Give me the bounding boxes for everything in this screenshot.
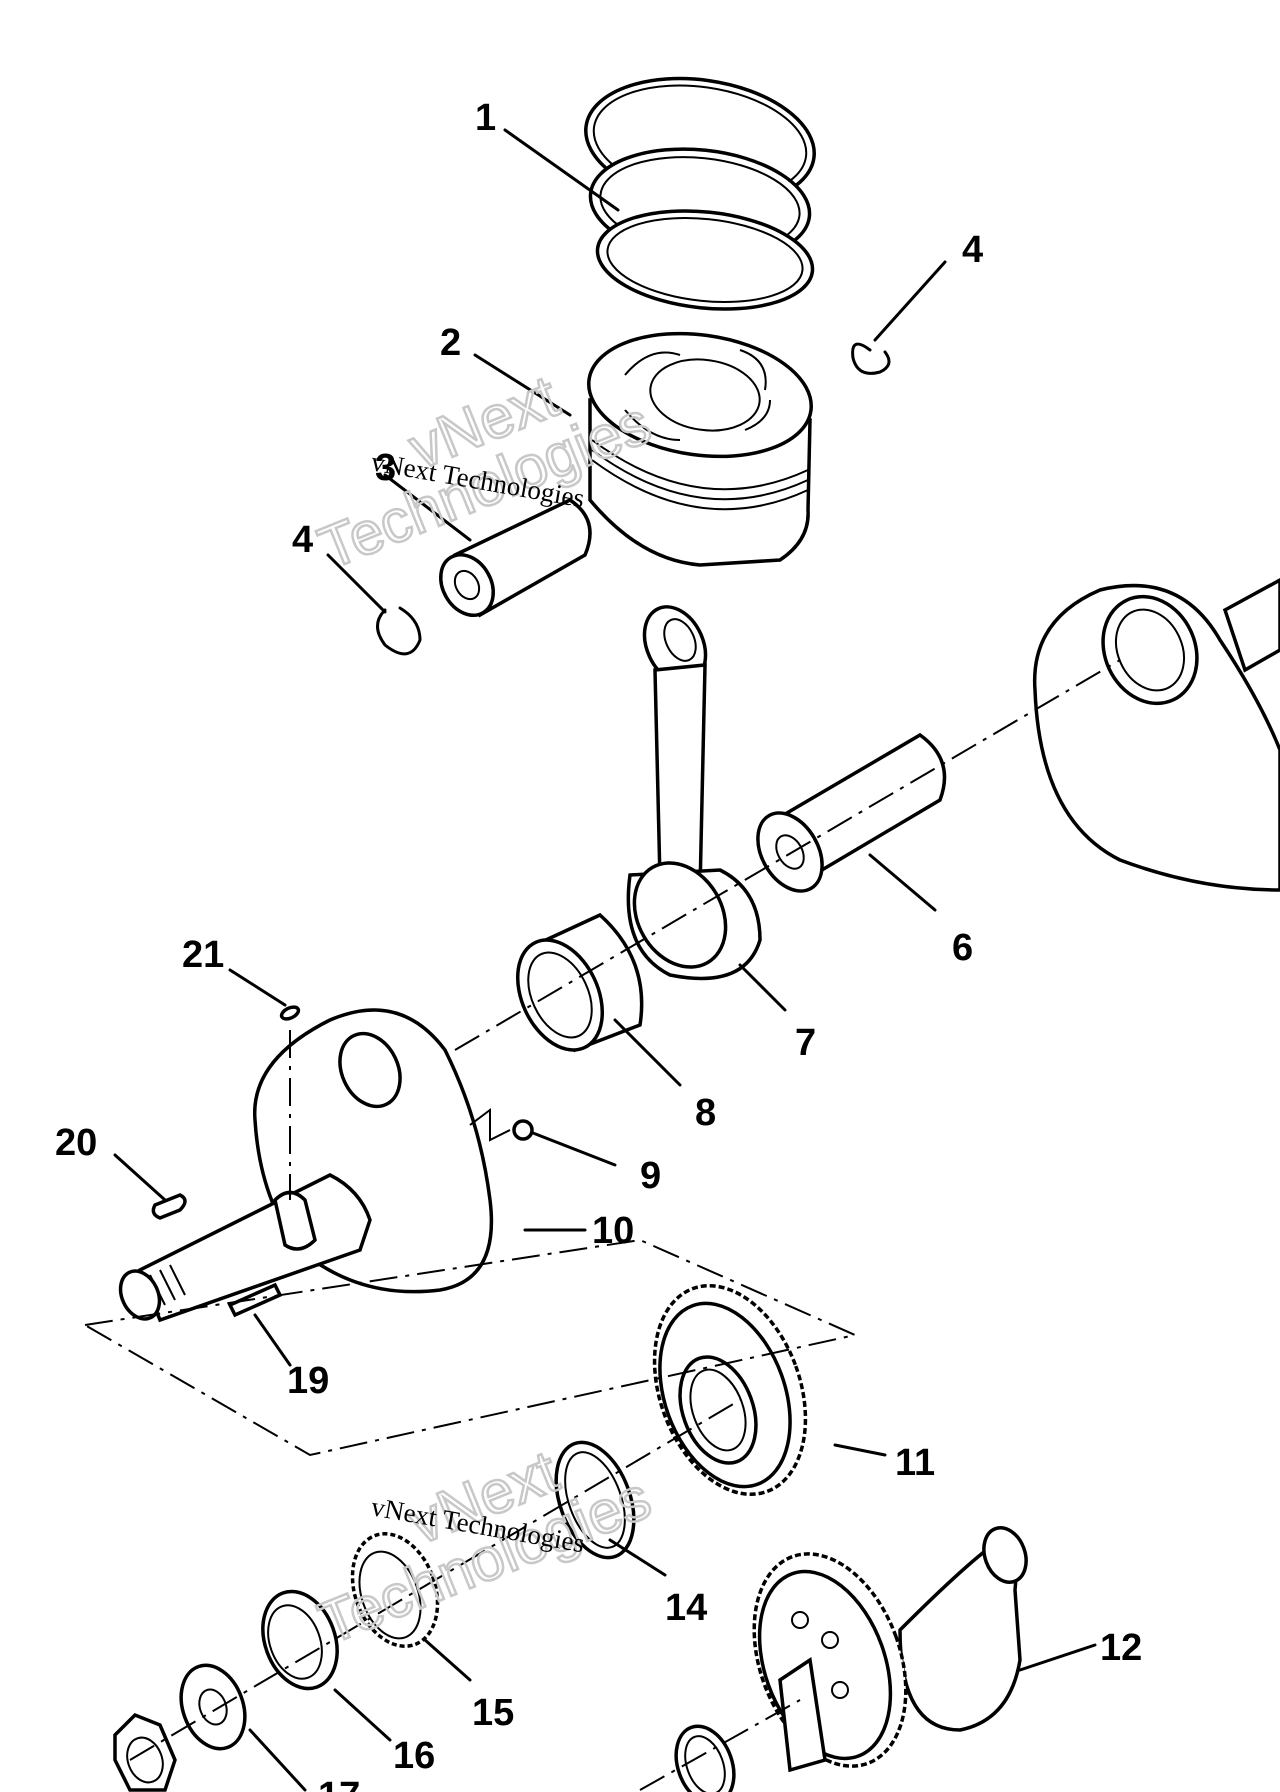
callout-6: 6 [952,927,973,969]
sprocket-15 [350,1532,440,1648]
washer-bottom [674,1724,736,1792]
washer-14 [554,1440,636,1560]
callout-9: 9 [640,1155,661,1197]
callout-15: 15 [472,1692,514,1734]
assembly-axis-lines [82,659,1121,1791]
lock-nut-16 [261,1589,339,1691]
callout-16: 16 [393,1735,435,1777]
callout-4-upper: 4 [962,229,983,271]
callout-7: 7 [795,1022,816,1064]
crankshaft-left-half [118,1008,494,1323]
callout-20: 20 [55,1122,97,1164]
woodruff-key-20 [151,1193,187,1220]
circlip-lower [376,606,422,656]
piston-rings [584,76,816,311]
balancer-shaft [752,1526,1028,1773]
callout-4-lower: 4 [292,519,313,561]
leader-lines [113,128,1097,1792]
callout-21: 21 [182,934,224,976]
needle-bearing [515,912,644,1053]
callout-10: 10 [592,1210,634,1252]
drive-gear [652,1283,808,1497]
hex-nut [113,1712,177,1792]
connecting-rod [626,605,762,981]
callout-1: 1 [475,97,496,139]
piston [587,331,813,567]
callout-19: 19 [287,1360,329,1402]
circlip-upper [851,342,891,375]
washer-17 [179,1663,247,1751]
callout-11: 11 [895,1442,935,1484]
ball-9 [512,1119,534,1141]
callout-2: 2 [440,322,461,364]
crankshaft-right-half [1032,578,1280,892]
callout-14: 14 [665,1587,707,1629]
callout-17: 17 [318,1775,360,1792]
callout-3: 3 [375,447,396,489]
crank-pin [756,732,947,893]
callout-12: 12 [1100,1627,1142,1669]
callout-8: 8 [695,1092,716,1134]
key-21 [279,1005,301,1021]
piston-pin [439,497,592,618]
